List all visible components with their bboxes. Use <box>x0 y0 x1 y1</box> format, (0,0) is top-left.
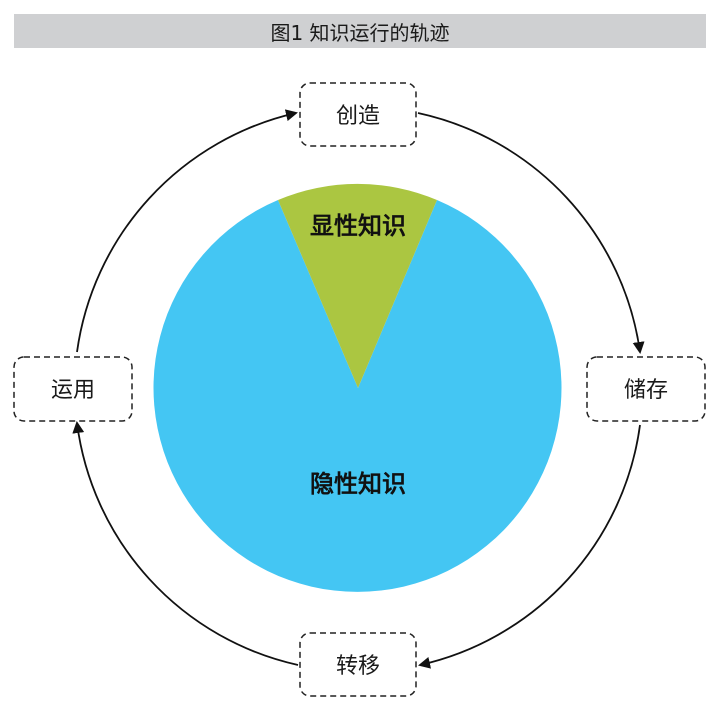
explicit-knowledge-slice <box>278 183 437 388</box>
node-transfer-label: 转移 <box>336 654 380 679</box>
tacit-knowledge-label: 隐性知识 <box>310 470 406 498</box>
node-store-label: 储存 <box>624 378 668 403</box>
tacit-knowledge-slice <box>153 200 562 592</box>
arc-transfer-to-apply <box>72 421 299 666</box>
figure-title: 图1 知识运行的轨迹 <box>14 14 706 48</box>
node-apply: 运用 <box>13 356 133 422</box>
node-create: 创造 <box>299 82 417 147</box>
knowledge-pie: 显性知识 隐性知识 <box>153 183 562 592</box>
arc-store-to-transfer <box>418 424 641 669</box>
arc-apply-to-create <box>76 109 298 353</box>
arc-create-to-store <box>417 112 645 354</box>
node-transfer: 转移 <box>299 632 417 697</box>
node-store: 储存 <box>586 356 706 422</box>
explicit-knowledge-label: 显性知识 <box>310 212 406 240</box>
node-create-label: 创造 <box>336 104 380 129</box>
node-apply-label: 运用 <box>51 378 95 403</box>
